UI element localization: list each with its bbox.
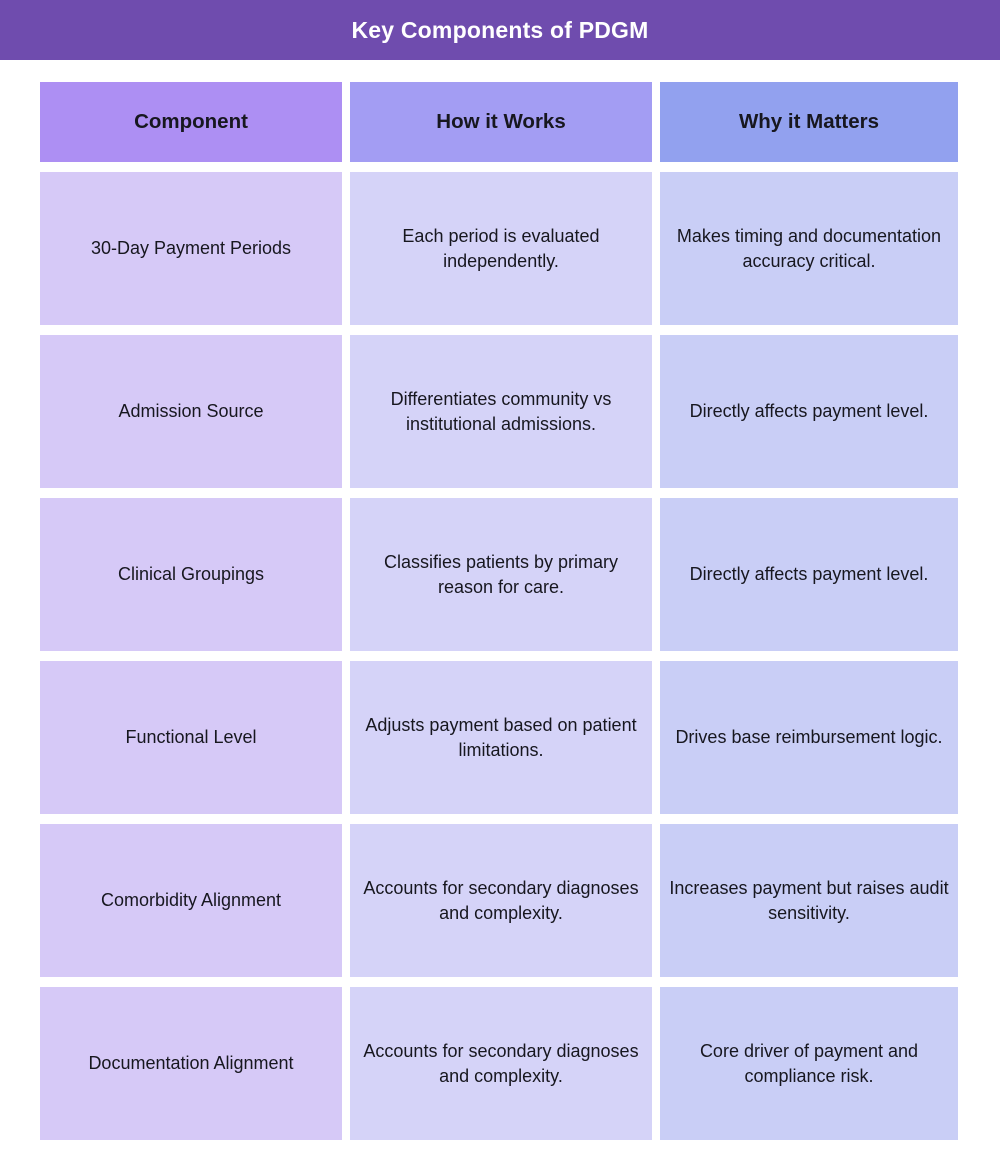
table-cell-how: Differentiates community vs institutiona…: [350, 335, 652, 488]
column-header-component: Component: [40, 82, 342, 162]
column-header-why-it-matters: Why it Matters: [660, 82, 958, 162]
table-cell-why: Directly affects payment level.: [660, 335, 958, 488]
table-cell-why: Drives base reimbursement logic.: [660, 661, 958, 814]
page-title: Key Components of PDGM: [351, 16, 649, 43]
table-cell-component: Functional Level: [40, 661, 342, 814]
column-header-how-it-works: How it Works: [350, 82, 652, 162]
table-cell-how: Accounts for secondary diagnoses and com…: [350, 987, 652, 1140]
table-cell-why: Makes timing and documentation accuracy …: [660, 172, 958, 325]
table-cell-component: Documentation Alignment: [40, 987, 342, 1140]
title-banner: Key Components of PDGM: [0, 0, 1000, 60]
pdgm-components-table: Component How it Works Why it Matters 30…: [0, 60, 1000, 1140]
table-cell-how: Accounts for secondary diagnoses and com…: [350, 824, 652, 977]
table-cell-component: Admission Source: [40, 335, 342, 488]
table-cell-why: Increases payment but raises audit sensi…: [660, 824, 958, 977]
table-cell-component: Clinical Groupings: [40, 498, 342, 651]
table-cell-how: Classifies patients by primary reason fo…: [350, 498, 652, 651]
table-cell-component: Comorbidity Alignment: [40, 824, 342, 977]
table-cell-how: Each period is evaluated independently.: [350, 172, 652, 325]
table-cell-why: Core driver of payment and compliance ri…: [660, 987, 958, 1140]
table-cell-how: Adjusts payment based on patient limitat…: [350, 661, 652, 814]
table-cell-component: 30-Day Payment Periods: [40, 172, 342, 325]
table-cell-why: Directly affects payment level.: [660, 498, 958, 651]
